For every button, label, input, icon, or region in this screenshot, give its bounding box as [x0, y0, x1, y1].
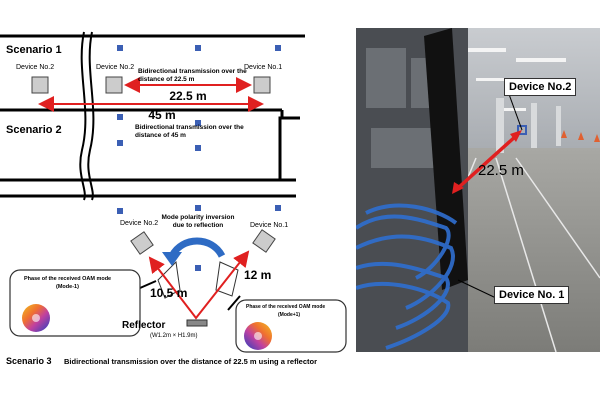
pillar — [117, 208, 123, 214]
pillar — [117, 114, 123, 120]
pillar — [117, 140, 123, 146]
reflector-size: (W1.2m × H1.9m) — [150, 333, 198, 339]
distance-22-5m: 22.5 m — [169, 89, 206, 103]
pillar — [195, 145, 201, 151]
device-label-s1-left: Device No.2 — [16, 64, 54, 71]
break-line-2 — [88, 32, 93, 200]
phase-left-title: Phase of the received OAM mode — [24, 276, 111, 282]
scenario3-caption-label: Scenario 3 — [6, 356, 52, 366]
distance-45m: 45 m — [148, 108, 175, 122]
reflector-label: Reflector — [122, 320, 165, 331]
device-label-s3-left: Device No.2 — [120, 220, 158, 227]
photo-distance-label: 22.5 m — [478, 162, 524, 179]
pillar — [275, 45, 281, 51]
wall-scenario2-right — [280, 118, 296, 180]
phase-left-mode: (Mode-1) — [56, 284, 79, 290]
inversion-arrowhead — [162, 252, 182, 266]
device-icon-s1-mid — [106, 77, 122, 93]
inversion-note: Mode polarity inversion due to reflectio… — [158, 214, 238, 230]
pillar — [195, 265, 201, 271]
phase-right-title: Phase of the received OAM mode — [246, 304, 325, 310]
photo-label-device2: Device No.2 — [504, 78, 576, 96]
oam-phase-right-core — [254, 332, 262, 340]
pillar — [117, 45, 123, 51]
distance-12m: 12 m — [244, 268, 271, 282]
scenario3-caption-text: Bidirectional transmission over the dist… — [64, 357, 317, 366]
device-icon-s1-left — [32, 77, 48, 93]
device-label-s3-right: Device No.1 — [250, 222, 288, 229]
pillar — [195, 45, 201, 51]
scenario1-note: Bidirectional transmission over the dist… — [138, 68, 248, 84]
photo-label-device1: Device No. 1 — [494, 286, 569, 304]
scenario-diagram: Scenario 1 Device No.2 Device No.2 Devic… — [0, 0, 352, 400]
pillar — [195, 205, 201, 211]
reflector — [187, 320, 207, 326]
distance-10-5m: 10.5 m — [150, 286, 187, 300]
device-label-s1-right: Device No.1 — [244, 64, 282, 71]
phase-right-mode: (Mode+1) — [278, 312, 300, 318]
device-icon-s3-right — [253, 230, 275, 252]
scenario2-note: Bidirectional transmission over the dist… — [135, 124, 245, 140]
device-icon-s1-right — [254, 77, 270, 93]
device-icon-s3-left — [131, 232, 153, 254]
scenario2-title: Scenario 2 — [6, 124, 62, 136]
break-line-1 — [80, 32, 85, 200]
site-photo: Device No.2 22.5 m Device No. 1 — [356, 28, 600, 352]
pillar — [275, 205, 281, 211]
device-label-s1-mid: Device No.2 — [96, 64, 134, 71]
diagram-graphics — [0, 0, 352, 400]
oam-phase-left-core — [32, 314, 40, 322]
scenario1-title: Scenario 1 — [6, 44, 62, 56]
